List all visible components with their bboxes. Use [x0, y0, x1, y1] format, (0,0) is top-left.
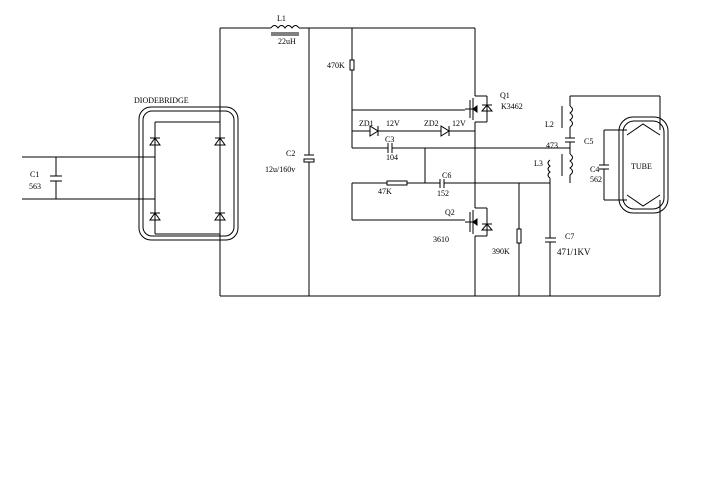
- capacitor-c7: C7 471/1KV: [545, 183, 591, 296]
- c3-value-label: 104: [386, 153, 398, 162]
- l2-name-label: L2: [545, 120, 554, 129]
- c5-value-label: 473: [546, 141, 558, 150]
- q2-part-label: 3610: [433, 235, 449, 244]
- resistor-390k: 390K: [492, 183, 522, 296]
- c6-value-label: 152: [437, 189, 449, 198]
- c1-value-label: 563: [29, 182, 41, 191]
- c2-name-label: C2: [286, 149, 295, 158]
- c1-name-label: C1: [30, 170, 39, 179]
- l1-value-label: 22uH: [278, 37, 296, 46]
- bridge-diode-3: [149, 212, 161, 221]
- mosfet-q2: Q2 3610: [351, 183, 494, 296]
- r2-value-label: 47K: [378, 187, 392, 196]
- c4-name-label: C4: [590, 165, 599, 174]
- l3-name-label: L3: [534, 159, 543, 168]
- zd2-value-label: 12V: [452, 119, 466, 128]
- fluorescent-tube: TUBE: [604, 116, 669, 214]
- q1-name-label: Q1: [500, 91, 510, 100]
- resistor-470k: 470K: [327, 28, 355, 110]
- capacitor-c6: C6 152: [437, 171, 550, 198]
- zd1-value-label: 12V: [386, 119, 400, 128]
- q1-part-label: K3462: [501, 102, 523, 111]
- c7-name-label: C7: [565, 232, 574, 241]
- bridge-label: DIODEBRIDGE: [134, 96, 189, 105]
- capacitor-c4: C4 562: [590, 130, 609, 200]
- tube-label: TUBE: [631, 162, 652, 171]
- capacitor-c5: C5 473: [546, 137, 593, 154]
- resistor-47k: 47K: [352, 180, 440, 196]
- zener-zd2: ZD2 12V: [424, 119, 475, 137]
- capacitor-c2: C2 12u/160v: [265, 28, 315, 296]
- inductor-l2: L2: [545, 96, 573, 138]
- q2-name-label: Q2: [445, 208, 455, 217]
- bridge-diode-2: [214, 137, 226, 146]
- c2-value-label: 12u/160v: [265, 165, 295, 174]
- c4-value-label: 562: [590, 175, 602, 184]
- input-capacitor-c1: C1 563: [22, 156, 155, 200]
- zd1-name-label: ZD1: [359, 119, 374, 128]
- zener-zd1: ZD1 12V: [352, 119, 441, 137]
- r1-value-label: 470K: [327, 61, 345, 70]
- bridge-diode-1: [149, 137, 161, 146]
- capacitor-c3: C3 104: [351, 110, 475, 162]
- bridge-diode-4: [214, 212, 226, 221]
- diode-bridge: DIODEBRIDGE: [134, 96, 239, 241]
- r3-value-label: 390K: [492, 247, 510, 256]
- inductor-l1: L1 22uH: [270, 14, 300, 46]
- c7-value-label: 471/1KV: [557, 247, 591, 257]
- l1-name-label: L1: [277, 14, 286, 23]
- c5-name-label: C5: [584, 137, 593, 146]
- c6-name-label: C6: [442, 171, 451, 180]
- main-rails: [219, 27, 660, 297]
- mosfet-q1: Q1 K3462: [352, 28, 523, 148]
- c3-name-label: C3: [385, 135, 394, 144]
- inductor-l3: L3: [534, 153, 573, 183]
- zd2-name-label: ZD2: [424, 119, 439, 128]
